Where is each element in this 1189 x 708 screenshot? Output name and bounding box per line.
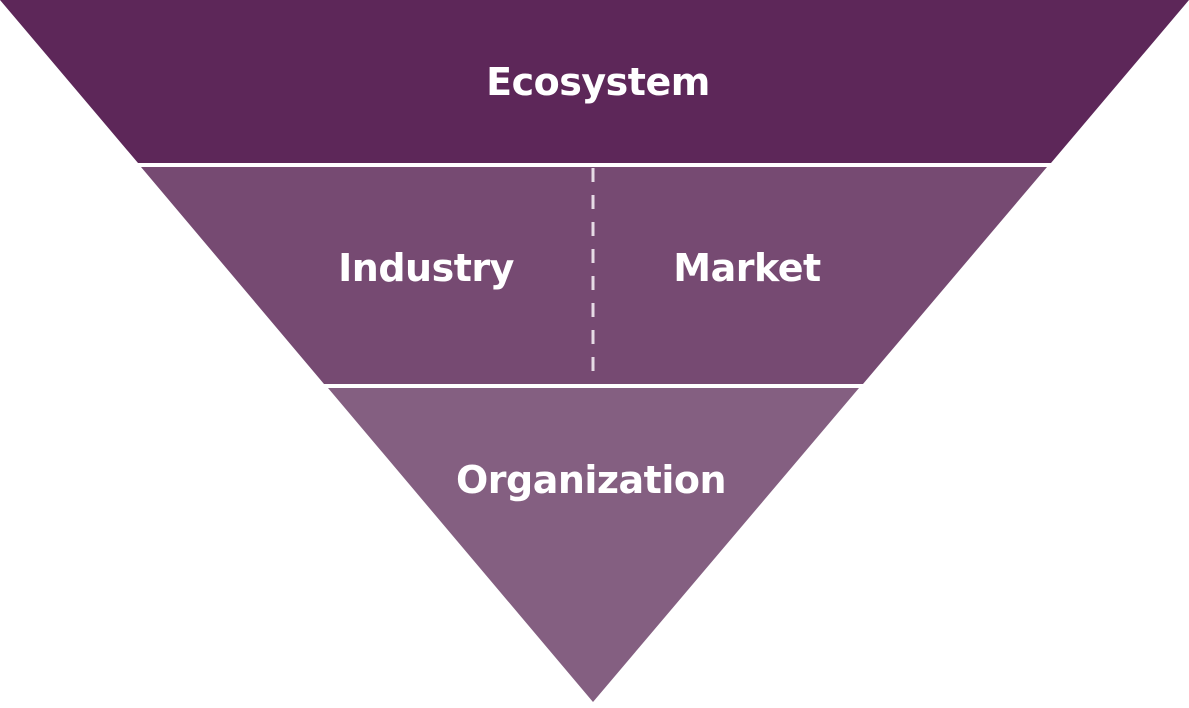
ecosystem-band	[0, 0, 1189, 163]
market-label: Market	[673, 246, 821, 290]
organization-band	[328, 388, 859, 702]
ecosystem-label: Ecosystem	[486, 60, 710, 104]
industry-market-band	[141, 167, 1047, 384]
organization-label: Organization	[455, 458, 727, 502]
industry-label: Industry	[338, 246, 514, 290]
